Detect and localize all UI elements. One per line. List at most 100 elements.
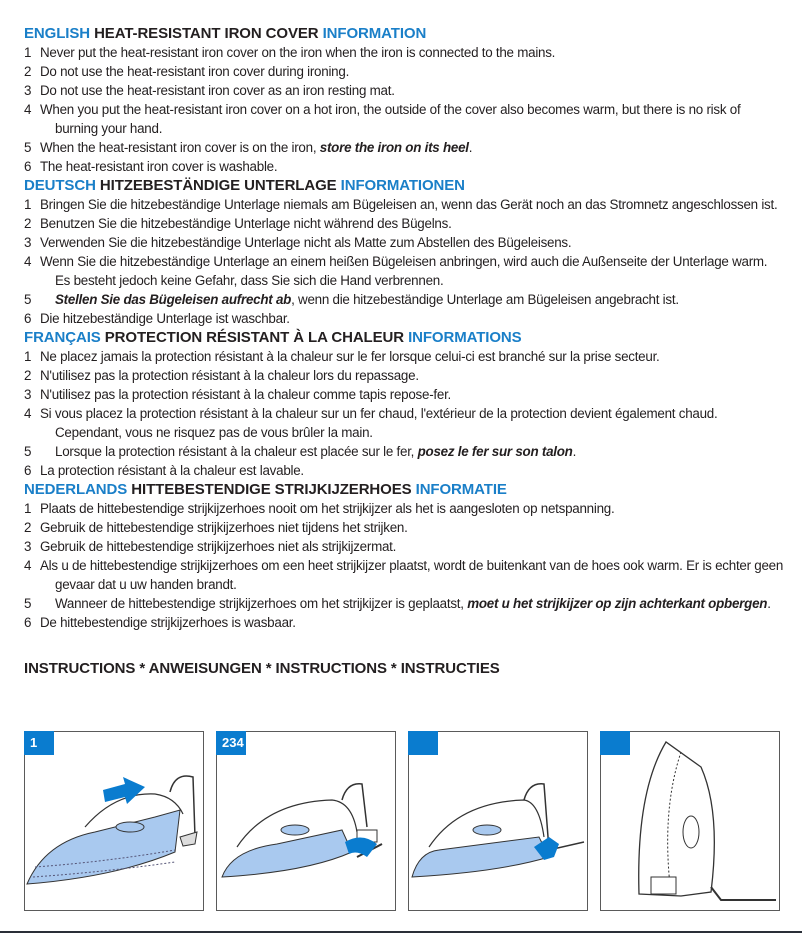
item-number: 1 (24, 45, 32, 60)
list-item: 6 La protection résistant à la chaleur es… (24, 461, 784, 480)
item-text: N'utilisez pas la protection résistant à… (40, 387, 452, 402)
iron-on-heel-illustration (638, 741, 776, 901)
language-label: NEDERLANDS (24, 481, 128, 498)
spacer (24, 632, 784, 659)
section-heading: ENGLISH HEAT-RESISTANT IRON COVER INFORM… (24, 24, 784, 43)
item-text: De hittebestendige strijkijzerhoes is wa… (40, 615, 296, 630)
emphasis-text: posez le fer sur son talon (417, 444, 573, 459)
section-title: HEAT-RESISTANT IRON COVER (94, 25, 319, 42)
emphasis-text: store the iron on its heel (319, 140, 469, 155)
item-text: . (468, 140, 473, 155)
item-text: Wenn Sie die hitzebeständige Unterlage a… (40, 254, 768, 288)
item-number: 6 (24, 311, 32, 326)
section-heading: FRANÇAIS PROTECTION RÉSISTANT À LA CHALE… (24, 328, 784, 347)
list-item: 1 Ne placez jamais la protection résistan… (24, 347, 784, 366)
item-text: Bringen Sie die hitzebeständige Unterlag… (40, 197, 778, 212)
document: ENGLISH HEAT-RESISTANT IRON COVER INFORM… (24, 24, 784, 678)
item-text: Ne placez jamais la protection résistant… (40, 349, 660, 364)
item-number: 4 (24, 102, 32, 117)
item-number: 2 (24, 64, 32, 79)
item-number: 6 (24, 463, 32, 478)
item-number: 5 (24, 140, 32, 155)
list-item: 4 Wenn Sie die hitzebeständige Unterlage … (24, 252, 784, 290)
list-item: 6 Die hitzebeständige Unterlage ist wasch… (24, 309, 784, 328)
step-badge: 1 (24, 731, 54, 755)
item-text: Lorsque la protection résistant à la cha… (55, 444, 418, 459)
item-number: 5 (24, 444, 32, 459)
instruction-panels: 1 234 (24, 731, 784, 911)
instruction-panel-3 (408, 731, 588, 911)
section-heading: NEDERLANDS HITTEBESTENDIGE STRIJKIJZERHO… (24, 480, 784, 499)
info-label: INFORMATIE (415, 481, 507, 498)
instructions-heading: INSTRUCTIONS * ANWEISUNGEN * INSTRUCTION… (24, 660, 500, 677)
arrow-icon (345, 837, 377, 857)
emphasis-text: moet u het strijkijzer op zijn achterkan… (467, 596, 768, 611)
item-number: 6 (24, 615, 32, 630)
list-item: 2 Gebruik de hittebestendige strijkijzerh… (24, 518, 784, 537)
language-label: FRANÇAIS (24, 329, 101, 346)
section-heading: DEUTSCH HITZEBESTÄNDIGE UNTERLAGE INFORM… (24, 176, 784, 195)
item-number: 2 (24, 520, 32, 535)
info-label: INFORMATIONS (408, 329, 522, 346)
item-number: 2 (24, 216, 32, 231)
item-number: 6 (24, 159, 32, 174)
item-number: 2 (24, 368, 32, 383)
item-number: 3 (24, 83, 32, 98)
item-text: Plaats de hittebestendige strijkijzerhoe… (40, 501, 615, 516)
section-title: HITTEBESTENDIGE STRIJKIJZERHOES (131, 481, 412, 498)
instruction-panel-1: 1 (24, 731, 204, 911)
item-text: N'utilisez pas la protection résistant à… (40, 368, 419, 383)
language-label: ENGLISH (24, 25, 90, 42)
item-text: When the heat-resistant iron cover is on… (40, 140, 320, 155)
item-text: Do not use the heat-resistant iron cover… (40, 64, 350, 79)
item-text: Si vous placez la protection résistant à… (40, 406, 718, 440)
list-item: 4 Als u de hittebestendige strijkijzerhoe… (24, 556, 784, 594)
list-item: 3 Do not use the heat-resistant iron cove… (24, 81, 784, 100)
item-number: 4 (24, 254, 32, 269)
list-item: 2 Do not use the heat-resistant iron cove… (24, 62, 784, 81)
list-item: 2 N'utilisez pas la protection résistant … (24, 366, 784, 385)
emphasis-text: Stellen Sie das Bügeleisen aufrecht ab (55, 292, 292, 307)
section-title: PROTECTION RÉSISTANT À LA CHALEUR (104, 329, 404, 346)
list-item: 6 De hittebestendige strijkijzerhoes is w… (24, 613, 784, 632)
item-text: . (767, 596, 771, 611)
item-text: Benutzen Sie die hitzebeständige Unterla… (40, 216, 452, 231)
instruction-panel-2: 234 (216, 731, 396, 911)
list-item: 5 When the heat-resistant iron cover is o… (24, 138, 784, 157)
list-item: 3 N'utilisez pas la protection résistant … (24, 385, 784, 404)
item-number: 5 (24, 596, 32, 611)
step-badge (408, 731, 438, 755)
item-text: Die hitzebeständige Unterlage ist waschb… (40, 311, 290, 326)
item-text: When you put the heat-resistant iron cov… (40, 102, 741, 136)
item-number: 3 (24, 235, 32, 250)
item-text: Gebruik de hittebestendige strijkijzerho… (40, 539, 397, 554)
item-text: La protection résistant à la chaleur est… (40, 463, 304, 478)
item-text: , wenn die hitzebeständige Unterlage am … (291, 292, 679, 307)
list-item: 5 Lorsque la protection résistant à la ch… (24, 442, 784, 461)
instruction-panel-4 (600, 731, 780, 911)
step-badge (600, 731, 630, 755)
item-number: 4 (24, 558, 32, 573)
language-label: DEUTSCH (24, 177, 96, 194)
item-number: 4 (24, 406, 32, 421)
item-number: 1 (24, 349, 32, 364)
iron-with-cover-illustration (26, 775, 198, 885)
iron-with-cover-illustration (411, 783, 585, 878)
step-badge: 234 (216, 731, 246, 755)
list-item: 2 Benutzen Sie die hitzebeständige Unterl… (24, 214, 784, 233)
item-text: . (572, 444, 577, 459)
item-number: 3 (24, 387, 32, 402)
list-item: 4 Si vous placez la protection résistant … (24, 404, 784, 442)
item-text: Do not use the heat-resistant iron cover… (40, 83, 395, 98)
item-text: Gebruik de hittebestendige strijkijzerho… (40, 520, 408, 535)
info-label: INFORMATIONEN (340, 177, 465, 194)
item-text: Als u de hittebestendige strijkijzerhoes… (40, 558, 784, 592)
arrow-icon (103, 777, 145, 804)
page-bottom-rule (0, 931, 802, 933)
